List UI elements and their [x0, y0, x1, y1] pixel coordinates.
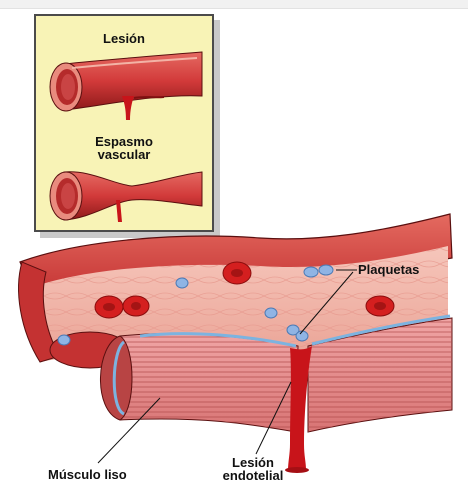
- label-smooth-muscle: Músculo liso: [48, 467, 127, 482]
- label-platelets: Plaquetas: [358, 262, 419, 277]
- label-endothelial-injury-line2: endotelial: [208, 469, 298, 482]
